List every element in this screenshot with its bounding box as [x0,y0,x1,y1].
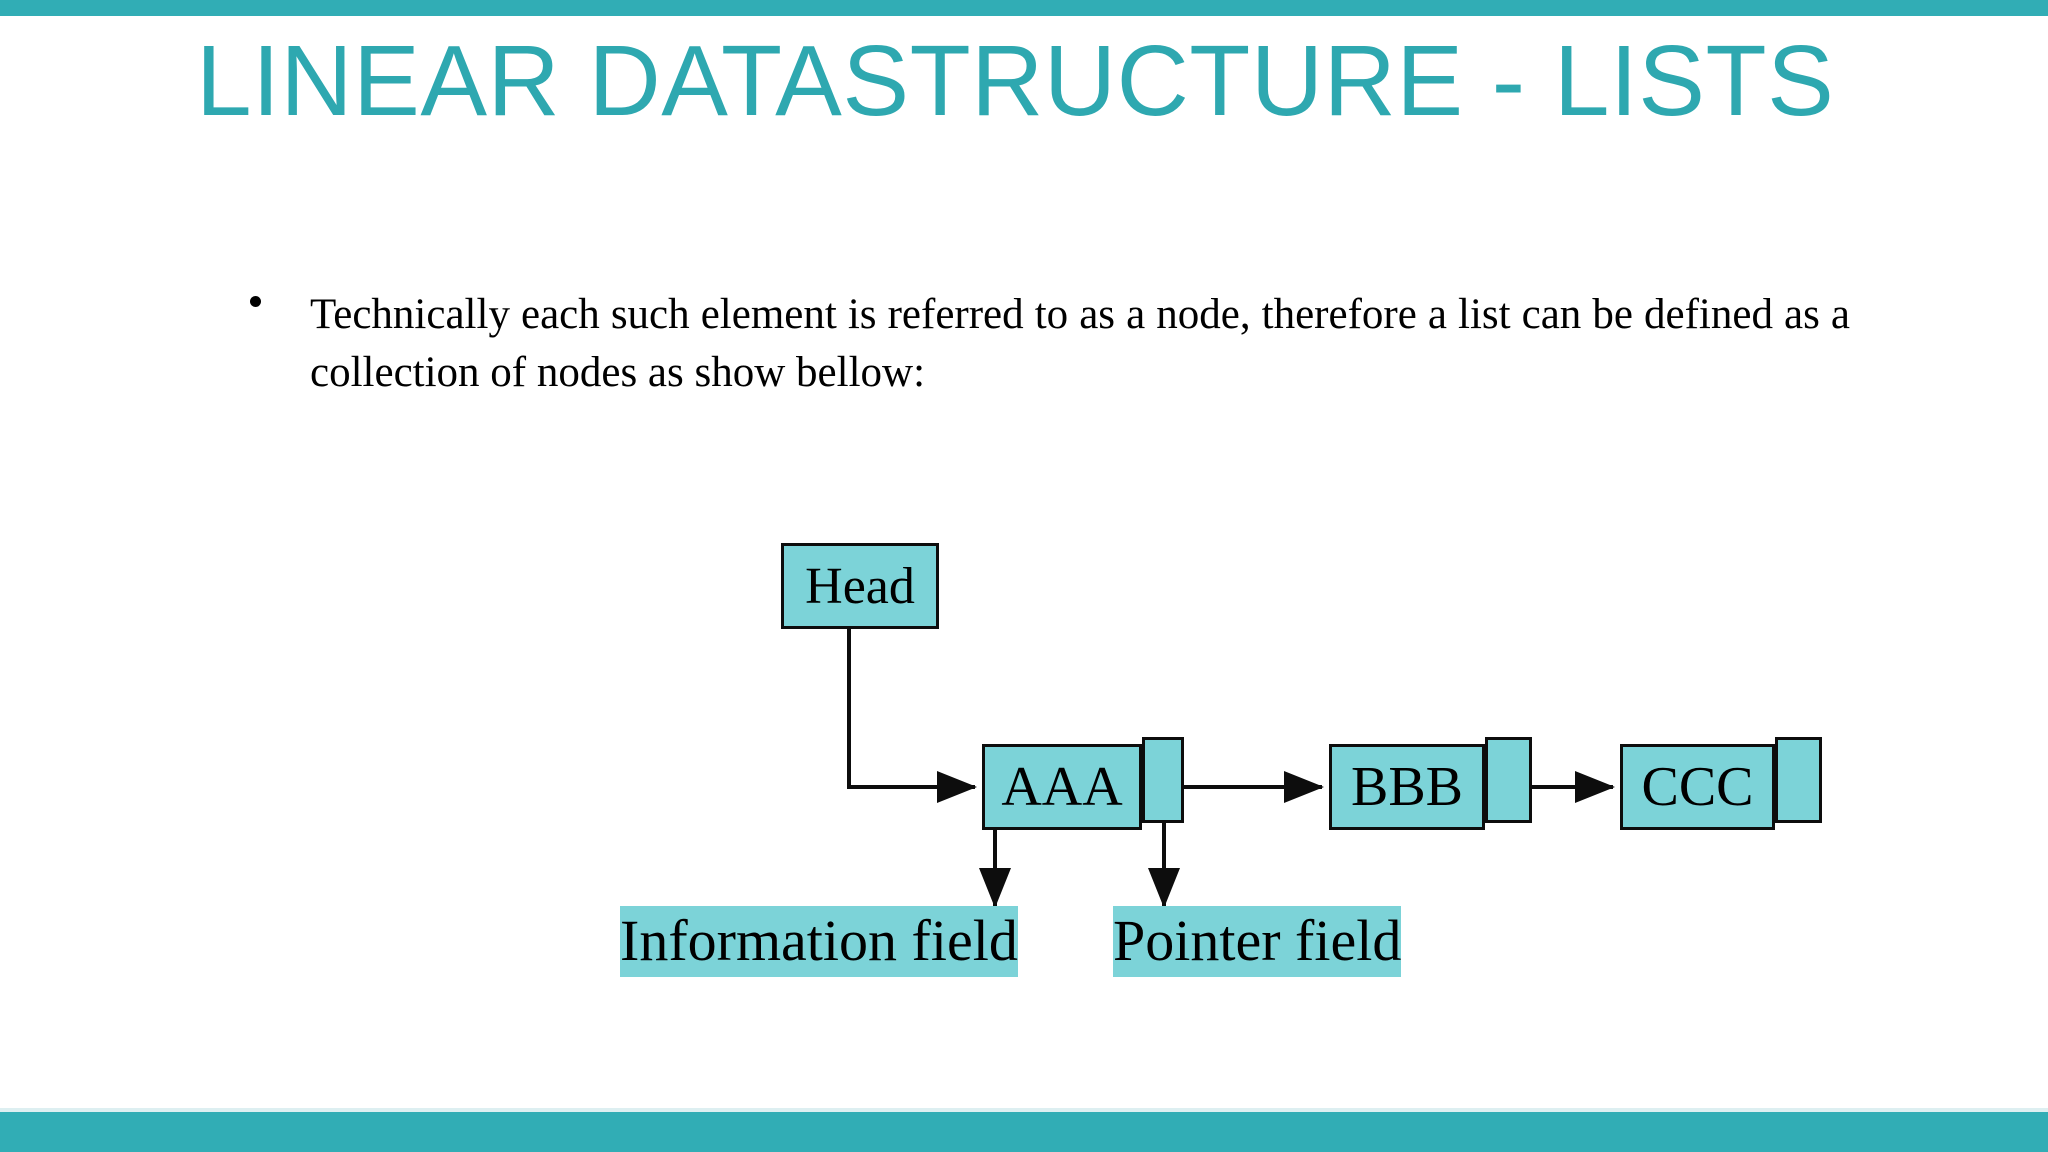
bottom-accent-bar [0,1112,2048,1152]
bottom-accent-hairline [0,1108,2048,1112]
bullet-list-item: Technically each such element is referre… [250,286,1850,402]
node-ccc-information-cell: CCC [1620,744,1775,830]
label-pointer-field: Pointer field [1113,906,1402,977]
label-information-field: Information field [620,906,1018,977]
node-ccc-pointer-cell [1775,737,1822,823]
page-title: LINEAR DATASTRUCTURE - LISTS [196,25,1835,137]
bullet-text: Technically each such element is referre… [310,291,1850,397]
node-bbb-information-cell: BBB [1329,744,1485,830]
label-pointer-field-text: Pointer field [1113,906,1402,977]
connector-head-to-aaa [847,629,977,803]
node-bbb-pointer-cell [1485,737,1532,823]
node-aaa-pointer-cell [1142,737,1184,823]
top-accent-bar [0,0,2048,16]
label-information-field-text: Information field [620,906,1018,977]
node-aaa-information-cell: AAA [982,744,1142,830]
head-pointer-box: Head [781,543,939,629]
bullet-dot-icon [250,296,261,307]
